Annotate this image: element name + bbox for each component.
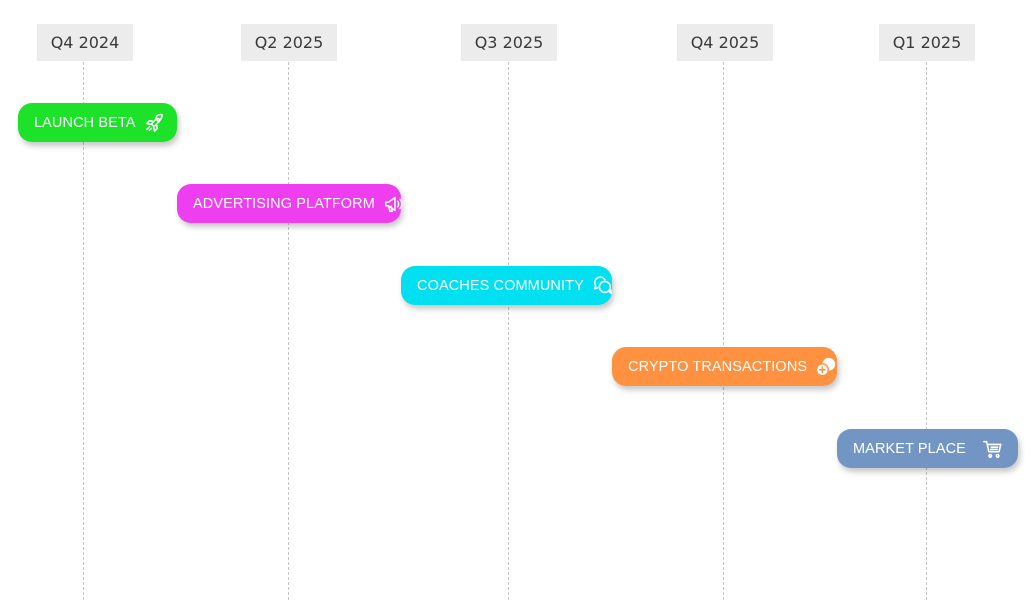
milestone-advertising-platform: ADVERTISING PLATFORM <box>177 184 403 223</box>
milestone-label: ADVERTISING PLATFORM <box>193 195 375 212</box>
gridline-q4-2025 <box>723 62 724 600</box>
quarter-label-q4-2025: Q4 2025 <box>677 24 773 61</box>
milestone-label: MARKET PLACE <box>853 440 966 457</box>
gridline-q3-2025 <box>508 62 509 600</box>
quarter-label-q4-2024: Q4 2024 <box>37 24 133 61</box>
coins-icon <box>815 356 837 378</box>
milestone-market-place: MARKET PLACE <box>837 429 1018 468</box>
milestone-label: COACHES COMMUNITY <box>417 277 584 294</box>
rocket-icon <box>144 112 166 134</box>
megaphone-icon <box>383 193 405 215</box>
shopping-cart-icon <box>982 438 1004 460</box>
gridline-q2-2025 <box>288 62 289 600</box>
milestone-crypto-transactions: CRYPTO TRANSACTIONS <box>612 347 837 386</box>
milestone-launch-beta: LAUNCH BETA <box>18 103 177 142</box>
quarter-label-q1-2025: Q1 2025 <box>879 24 975 61</box>
chat-bubbles-icon <box>592 275 614 297</box>
gridline-q1-2025 <box>926 62 927 600</box>
milestone-label: CRYPTO TRANSACTIONS <box>628 358 808 375</box>
quarter-label-q3-2025: Q3 2025 <box>461 24 557 61</box>
gridline-q4-2024 <box>83 62 84 600</box>
milestone-label: LAUNCH BETA <box>34 114 136 131</box>
milestone-coaches-community: COACHES COMMUNITY <box>401 266 612 305</box>
quarter-label-q2-2025: Q2 2025 <box>241 24 337 61</box>
